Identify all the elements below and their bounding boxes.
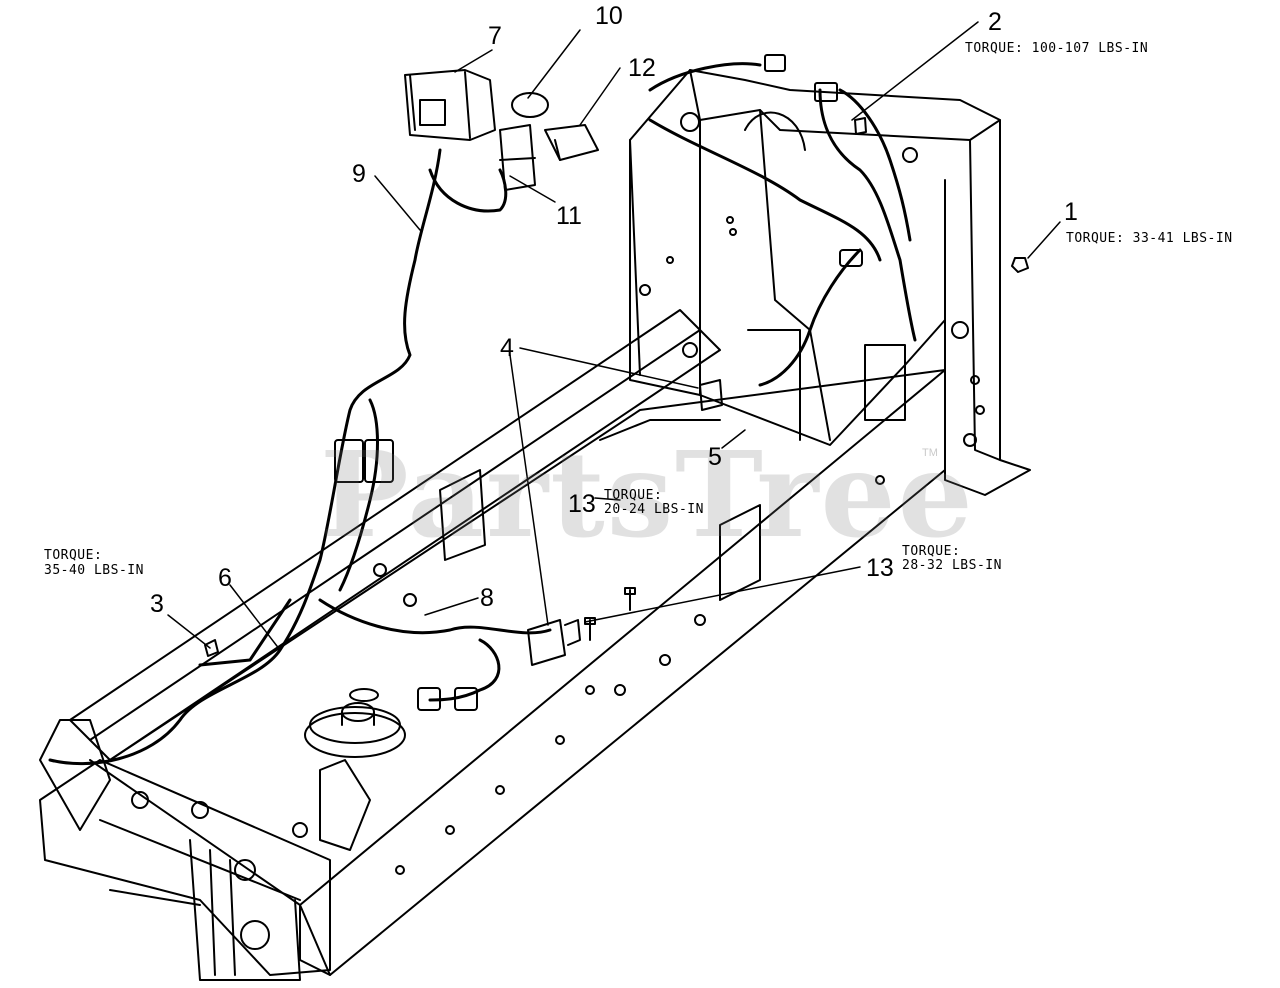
callout-8: 8 xyxy=(480,584,494,612)
leader-lines xyxy=(167,21,1061,651)
callout-7: 7 xyxy=(488,22,502,50)
wire-harness xyxy=(48,62,917,766)
callout-6: 6 xyxy=(218,564,232,592)
rear-frame-upright xyxy=(629,69,1031,496)
torque-note-13b-heading: TORQUE: xyxy=(902,544,961,559)
dash-components xyxy=(404,69,599,191)
callout-10: 10 xyxy=(595,2,623,30)
callout-4: 4 xyxy=(500,334,514,362)
callout-3: 3 xyxy=(150,590,164,618)
callout-12: 12 xyxy=(628,54,656,82)
main-frame-rails xyxy=(69,309,946,976)
watermark-text: PartsTree xyxy=(320,425,975,564)
callout-2: 2 xyxy=(988,8,1002,36)
pulley xyxy=(304,688,406,758)
torque-note-13a-value: 20-24 LBS-IN xyxy=(604,502,704,517)
callout-13-lower: 13 xyxy=(866,554,894,582)
callout-9: 9 xyxy=(352,160,366,188)
torque-note-3-heading: TORQUE: xyxy=(44,548,103,563)
callout-5: 5 xyxy=(708,443,722,471)
front-cross-member xyxy=(39,719,371,981)
torque-note-13a-heading: TORQUE: xyxy=(604,488,663,503)
torque-note-3-value: 35-40 LBS-IN xyxy=(44,563,144,578)
interlock-switch xyxy=(527,379,723,666)
harness-connectors xyxy=(334,54,863,711)
callout-13-upper: 13 xyxy=(568,490,596,518)
callout-1: 1 xyxy=(1064,198,1078,226)
watermark-trademark: TM xyxy=(922,447,938,459)
torque-note-2: TORQUE: 100-107 LBS-IN xyxy=(965,41,1149,56)
torque-note-1: TORQUE: 33-41 LBS-IN xyxy=(1066,231,1233,246)
bolts xyxy=(204,117,1029,657)
torque-note-13b-value: 28-32 LBS-IN xyxy=(902,558,1002,573)
callout-11: 11 xyxy=(556,202,582,230)
